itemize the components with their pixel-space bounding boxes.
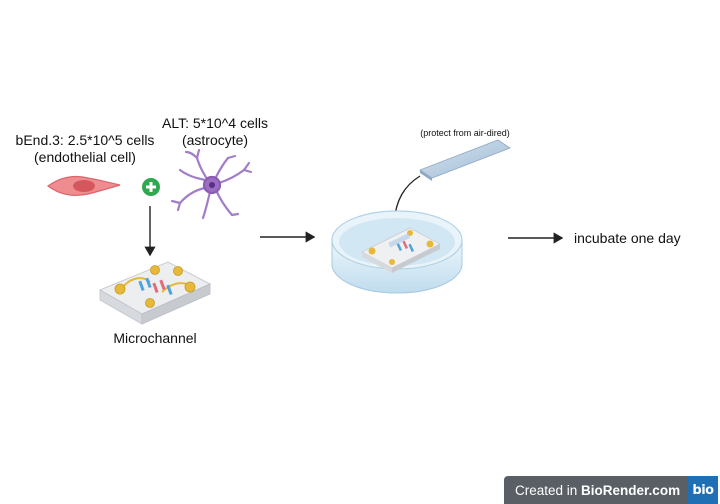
microchannel-chip-icon <box>98 261 212 325</box>
plus-icon <box>142 178 160 196</box>
alt-label: ALT: 5*10^4 cells (astrocyte) <box>150 115 280 149</box>
bend3-label: bEnd.3: 2.5*10^5 cells (endothelial cell… <box>8 132 162 166</box>
incubate-label: incubate one day <box>574 230 681 246</box>
alt-label-line2: (astrocyte) <box>181 132 249 148</box>
protect-label: (protect from air-dired) <box>420 128 510 138</box>
microchannel-label: Microchannel <box>113 330 197 346</box>
biorender-logo-icon: bio <box>688 476 718 504</box>
bend3-label-line1: bEnd.3: 2.5*10^5 cells <box>15 132 155 148</box>
watermark-prefix: Created in <box>515 482 582 498</box>
biorender-watermark[interactable]: Created in BioRender.com bio <box>504 476 718 504</box>
astrocyte-icon <box>170 148 253 220</box>
watermark-text: Created in BioRender.com <box>504 483 691 498</box>
watermark-brand: BioRender.com <box>581 482 681 498</box>
endothelial-cell-icon <box>46 175 121 196</box>
petri-dish-icon <box>331 210 463 294</box>
bend3-label-line2: (endothelial cell) <box>34 149 136 165</box>
glass-slide-icon <box>419 139 511 181</box>
alt-label-line1: ALT: 5*10^4 cells <box>162 115 268 131</box>
